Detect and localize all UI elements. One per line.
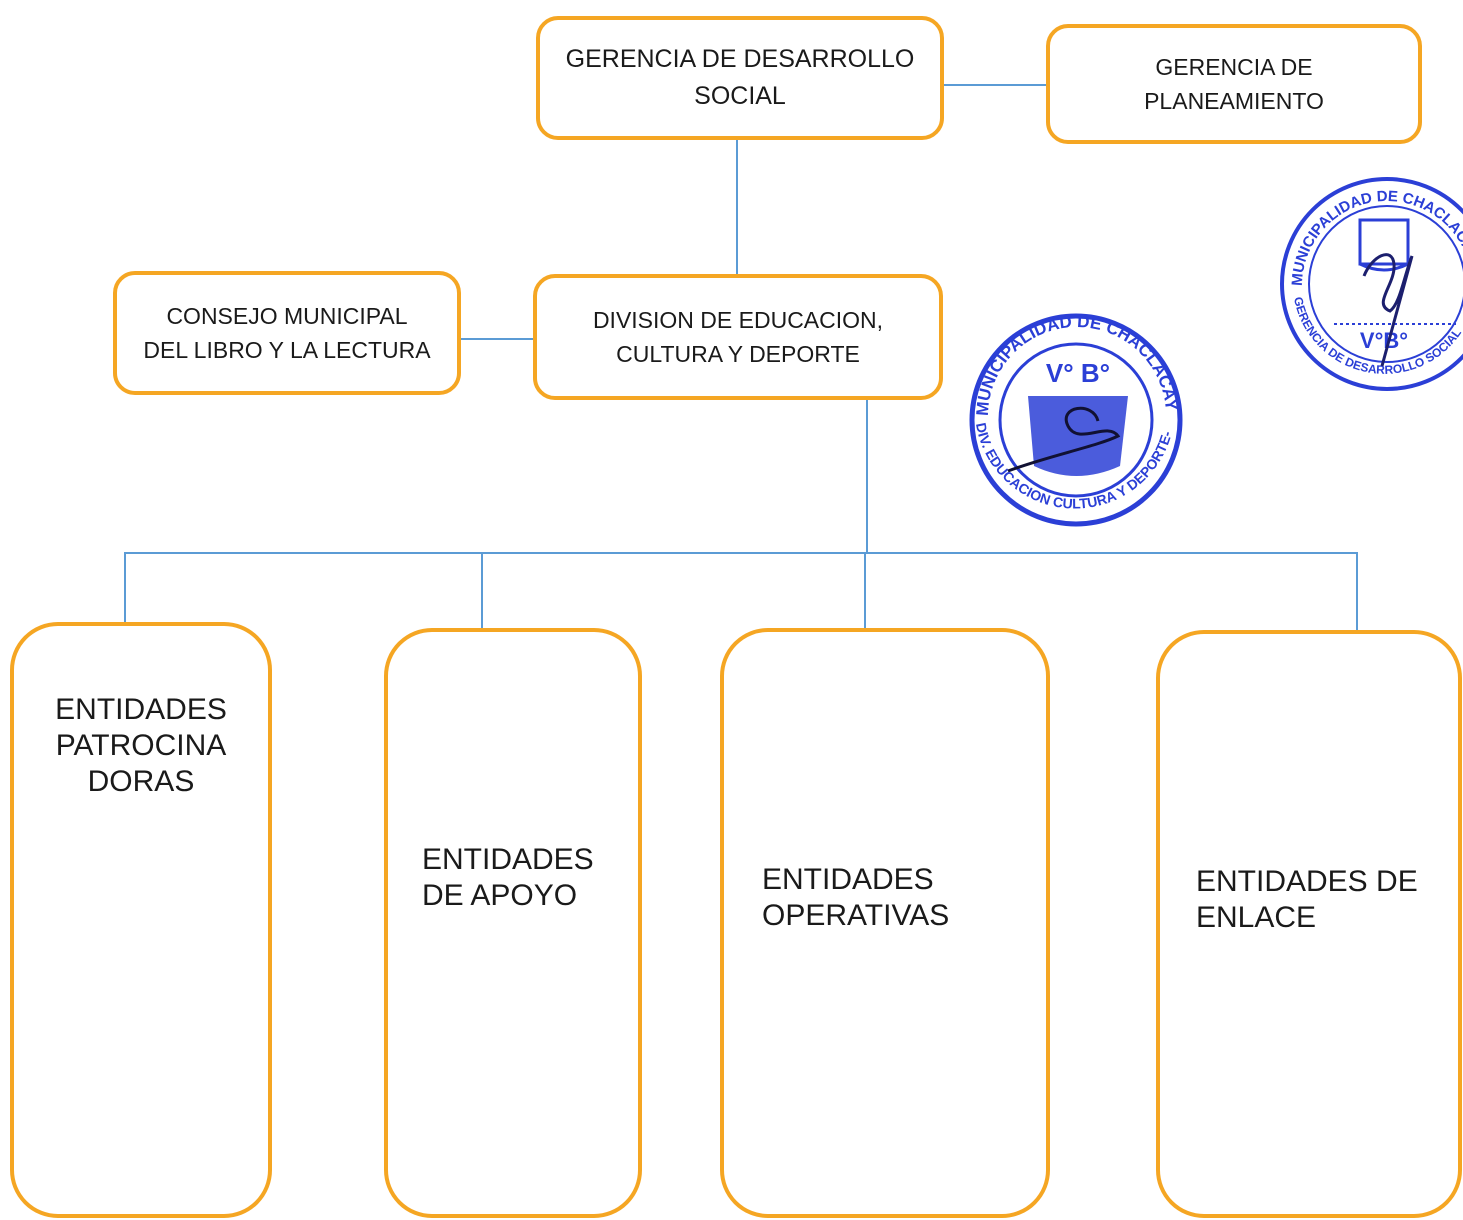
node-label-line: DORAS bbox=[87, 765, 195, 798]
node-entidades-enlace: ENTIDADES DE ENLACE bbox=[1156, 630, 1462, 1218]
node-label-line: CULTURA Y DEPORTE bbox=[616, 341, 860, 367]
node-label-line: GERENCIA DE bbox=[1155, 53, 1313, 80]
node-label-line: OPERATIVAS bbox=[762, 899, 950, 932]
node-label-line: PLANEAMIENTO bbox=[1144, 88, 1324, 114]
emblem-icon bbox=[1358, 218, 1410, 272]
division-stamp: MUNICIPALIDAD DE CHACLACAYO DIV. EDUCACI… bbox=[951, 281, 1183, 527]
node-consejo-municipal: CONSEJO MUNICIPAL DEL LIBRO Y LA LECTURA bbox=[113, 271, 461, 395]
connector-to-enlace bbox=[1356, 552, 1358, 632]
node-division-educacion: DIVISION DE EDUCACION, CULTURA Y DEPORTE bbox=[533, 274, 943, 400]
connector-consejo-to-division bbox=[460, 338, 536, 340]
signature-icon bbox=[1362, 253, 1414, 367]
gerencia-stamp: MUNICIPALIDAD DE CHACLACAYO GERENCIA DE … bbox=[1280, 177, 1463, 391]
connector-horizontal-bus bbox=[124, 552, 1358, 554]
connector-gerencia-to-planeamiento bbox=[943, 84, 1049, 86]
node-gerencia-desarrollo-social: GERENCIA DE DESARROLLO SOCIAL bbox=[536, 16, 944, 140]
node-label-line: PATROCINA bbox=[55, 729, 227, 762]
stamp-ring-text-top: MUNICIPALIDAD DE CHACLACAYO bbox=[1289, 188, 1463, 287]
node-label-line: DEL LIBRO Y LA LECTURA bbox=[143, 337, 431, 363]
connector-division-down bbox=[866, 398, 868, 552]
node-label-line: ENTIDADES DE bbox=[1196, 865, 1418, 898]
stamp-center-text: V° B° bbox=[1046, 358, 1110, 388]
node-entidades-operativas: ENTIDADES OPERATIVAS bbox=[720, 628, 1050, 1218]
node-label-line: DIVISION DE EDUCACION, bbox=[592, 306, 884, 333]
node-label-line: SOCIAL bbox=[694, 82, 786, 110]
node-gerencia-planeamiento: GERENCIA DE PLANEAMIENTO bbox=[1046, 24, 1422, 144]
svg-text:MUNICIPALIDAD DE CHACLACAYO: MUNICIPALIDAD DE CHACLACAYO bbox=[1289, 188, 1463, 287]
stamp-center-text: V°B° bbox=[1360, 328, 1408, 353]
node-entidades-patrocinadoras: ENTIDADES PATROCINA DORAS bbox=[10, 622, 272, 1218]
connector-to-operativas bbox=[864, 552, 866, 630]
connector-to-patrocinadoras bbox=[124, 552, 126, 624]
connector-gerencia-to-division bbox=[736, 140, 738, 276]
signature-icon bbox=[1007, 406, 1121, 473]
node-entidades-apoyo: ENTIDADES DE APOYO bbox=[384, 628, 642, 1218]
node-label-line: ENTIDADES bbox=[762, 863, 934, 896]
connector-to-apoyo bbox=[481, 552, 483, 630]
node-label-line: ENTIDADES bbox=[55, 693, 227, 726]
node-label-line: ENLACE bbox=[1196, 901, 1317, 934]
node-label-line: DE APOYO bbox=[422, 879, 578, 912]
node-label-line: GERENCIA DE DESARROLLO bbox=[565, 44, 915, 73]
node-label-line: ENTIDADES bbox=[422, 843, 594, 876]
node-label-line: CONSEJO MUNICIPAL bbox=[166, 302, 408, 329]
